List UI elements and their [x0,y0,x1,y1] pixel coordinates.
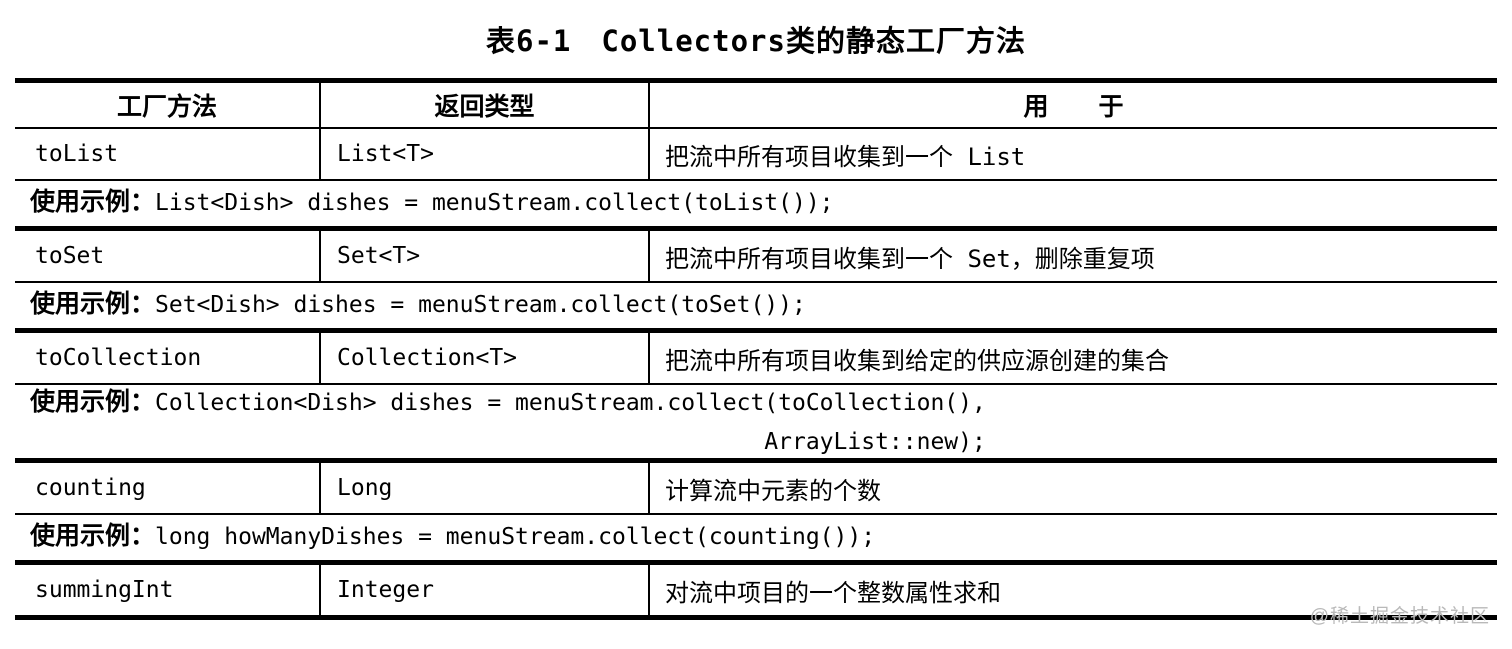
example-row: 使用示例：Collection<Dish> dishes = menuStrea… [15,385,1497,463]
usage-cell: 对流中项目的一个整数属性求和 [665,578,1001,607]
example-label: 使用示例： [30,187,156,216]
example-cell: 使用示例：long howManyDishes = menuStream.col… [15,515,1497,560]
example-cell: 使用示例：Collection<Dish> dishes = menuStrea… [15,385,1497,458]
return-type-cell: Integer [321,565,650,615]
example-row: 使用示例：List<Dish> dishes = menuStream.coll… [15,181,1497,231]
example-code: long howManyDishes = menuStream.collect(… [155,523,876,550]
usage-cell: 把流中所有项目收集到一个 Set，删除重复项 [665,244,1155,273]
title-bar: 表6-1 Collectors类的静态工厂方法 [0,0,1512,78]
example-row: 使用示例：long howManyDishes = menuStream.col… [15,515,1497,565]
method-name-cell: counting [15,463,321,513]
method-row: toSet Set<T> 把流中所有项目收集到一个 Set，删除重复项 [15,231,1497,283]
example-label: 使用示例： [30,521,156,550]
method-row: summingInt Integer 对流中项目的一个整数属性求和 [15,565,1497,615]
method-row: toCollection Collection<T> 把流中所有项目收集到给定的… [15,333,1497,385]
example-label: 使用示例： [30,387,156,416]
example-code: Set<Dish> dishes = menuStream.collect(to… [155,291,806,318]
example-code: List<Dish> dishes = menuStream.collect(t… [155,189,834,216]
return-type-cell: List<T> [321,129,650,179]
example-code: Collection<Dish> dishes = menuStream.col… [155,389,986,416]
page-title: 表6-1 Collectors类的静态工厂方法 [486,24,1026,58]
method-row: counting Long 计算流中元素的个数 [15,463,1497,515]
example-label: 使用示例： [30,289,156,318]
example-code-continuation: ArrayList::new); [764,428,986,455]
header-cell-used-for: 用 于 [1023,93,1124,121]
method-name-cell: toSet [15,231,321,281]
return-type-cell: Long [321,463,650,513]
usage-cell: 计算流中元素的个数 [665,476,881,505]
watermark: @稀土掘金技术社区 [1309,606,1490,627]
method-name-cell: toCollection [15,333,321,383]
example-cell: 使用示例：Set<Dish> dishes = menuStream.colle… [15,283,1497,328]
header-cell-return-type: 返回类型 [321,83,650,127]
method-row: toList List<T> 把流中所有项目收集到一个 List [15,129,1497,181]
return-type-cell: Set<T> [321,231,650,281]
usage-cell: 把流中所有项目收集到一个 List [665,142,1026,171]
example-cell: 使用示例：List<Dish> dishes = menuStream.coll… [15,181,1497,226]
return-type-cell: Collection<T> [321,333,650,383]
method-name-cell: summingInt [15,565,321,615]
example-row: 使用示例：Set<Dish> dishes = menuStream.colle… [15,283,1497,333]
usage-cell: 把流中所有项目收集到给定的供应源创建的集合 [665,346,1169,375]
collectors-table: 工厂方法 返回类型 用 于 toList List<T> 把流中所有项目收集到一… [15,78,1497,620]
header-cell-factory-method: 工厂方法 [15,83,321,127]
method-name-cell: toList [15,129,321,179]
header-row: 工厂方法 返回类型 用 于 [15,83,1497,129]
